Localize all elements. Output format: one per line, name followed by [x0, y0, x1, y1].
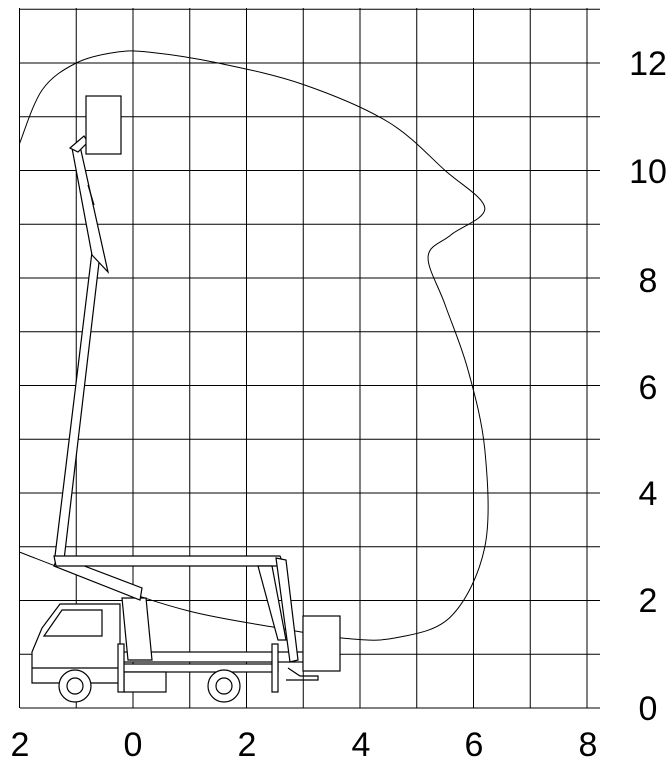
- y-tick-label: 6: [639, 369, 658, 407]
- x-tick-label: 8: [579, 726, 598, 761]
- y-tick-label: 8: [639, 262, 658, 300]
- x-tick-label: 6: [465, 726, 484, 761]
- y-tick-label: 12: [629, 45, 667, 83]
- x-axis-tick-labels: 2 0 2 4 6 8: [11, 726, 598, 761]
- y-tick-label: 4: [639, 475, 658, 513]
- y-tick-label: 10: [629, 153, 667, 191]
- x-tick-label: 4: [352, 726, 371, 761]
- x-tick-label: 2: [11, 726, 30, 761]
- truck-icon: [31, 597, 309, 703]
- x-tick-label: 2: [238, 726, 257, 761]
- boom-vertical: [53, 95, 143, 601]
- y-axis-tick-labels: 0 2 4 6 8 10 12: [629, 45, 667, 728]
- x-tick-label: 0: [124, 726, 143, 761]
- y-tick-label: 0: [639, 690, 658, 728]
- boom-horizontal: [53, 555, 341, 681]
- working-envelope-curve: [19, 50, 489, 641]
- y-tick-label: 2: [639, 582, 658, 620]
